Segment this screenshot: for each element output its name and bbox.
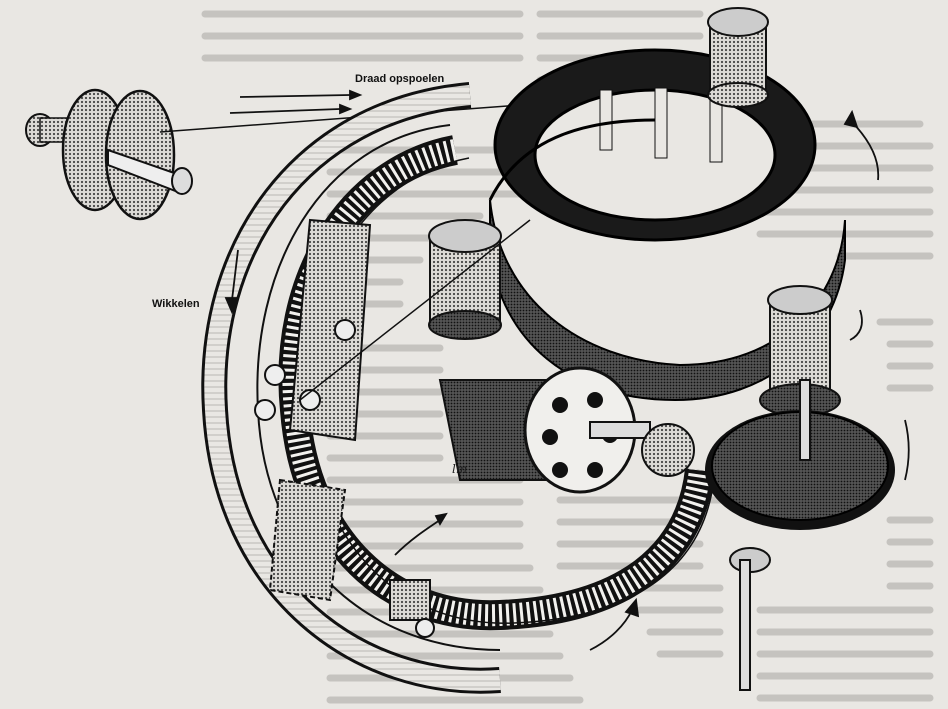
wind-label: Wikkelen xyxy=(152,298,200,310)
shuttle-carriage xyxy=(254,218,531,638)
wire-spool xyxy=(25,88,193,221)
center-roller xyxy=(428,219,502,340)
right-roller xyxy=(759,285,841,417)
drive-gear xyxy=(641,379,895,691)
drive-motor xyxy=(438,366,651,494)
top-guide-roller xyxy=(707,7,769,108)
wire-thread xyxy=(159,104,521,133)
spool-label: Draad opspoelen xyxy=(355,73,445,85)
rotation-arrows xyxy=(224,109,910,651)
artist-signature: lm xyxy=(452,462,468,476)
spool-direction-arrows xyxy=(229,89,363,115)
